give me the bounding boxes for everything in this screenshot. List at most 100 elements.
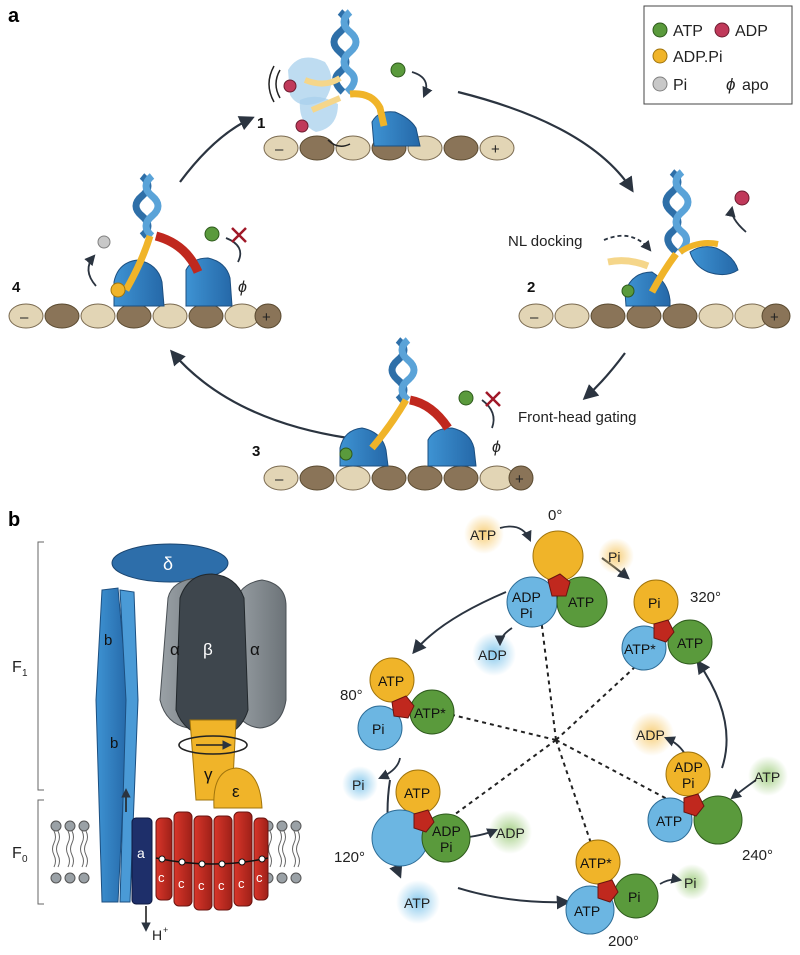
subunit-b-stalk-1 — [95, 587, 129, 903]
adp-bound-1b — [295, 119, 309, 133]
track-4-minus: – — [20, 309, 29, 326]
c200-left-text: ATP — [574, 903, 600, 919]
atp-blocked-arrow-3 — [481, 399, 495, 429]
c80-top-text: ATP — [378, 673, 404, 689]
gamma-label: γ — [204, 765, 213, 784]
microtubule-track-1 — [263, 135, 515, 161]
c320-left-text: ATP* — [624, 641, 656, 657]
state-3: – + 3 ϕ Front-head gating — [252, 337, 636, 491]
step-4-label: 4 — [12, 279, 21, 296]
panel-b-label: b — [8, 509, 20, 531]
released-pi-320: Pi — [608, 549, 620, 565]
lipids-left — [50, 820, 90, 884]
neck-linker-docked-2 — [648, 251, 679, 294]
legend-adp-pi: ADP.Pi — [673, 49, 723, 66]
track-1-minus: – — [275, 141, 284, 158]
released-adp-0: ADP — [478, 647, 507, 663]
front-head-3 — [427, 427, 477, 467]
cluster-240-deg — [647, 751, 743, 845]
c240-left — [647, 797, 693, 843]
proton-label: H — [152, 927, 162, 943]
coiled-coil-1b — [340, 9, 360, 95]
c80-left-text: Pi — [372, 721, 384, 737]
coiled-coil-3b — [398, 337, 418, 403]
angle-200: 200° — [608, 933, 639, 950]
c0-left-line1: ADP — [512, 589, 541, 605]
subunit-b-stalk-2 — [119, 589, 139, 903]
c240-top-line2: Pi — [682, 775, 694, 791]
angle-80: 80° — [340, 687, 363, 704]
atp-bound-2 — [621, 284, 635, 298]
cluster-120-deg — [371, 769, 471, 867]
cluster-200-deg — [565, 839, 659, 935]
atp-binding-arrow-1 — [411, 71, 433, 98]
microtubule-track-2 — [518, 303, 791, 329]
released-pi-80: Pi — [352, 777, 364, 793]
c120-rotor-icon — [413, 809, 435, 833]
cycle-arrow-4-to-1 — [179, 116, 255, 183]
glow-atp-120 — [396, 880, 440, 924]
pi-release-arrow-80 — [378, 757, 401, 780]
track-3-minus: – — [275, 471, 284, 488]
coiled-coil-2b — [672, 169, 692, 255]
released-adp-120: ADP — [496, 825, 525, 841]
adp-pi-bound-4 — [110, 282, 126, 298]
c-label-1: c — [158, 870, 165, 885]
c320-right-text: ATP — [677, 635, 703, 651]
atp-bound-3 — [339, 447, 353, 461]
glow-labels — [342, 514, 788, 924]
neck-linker-1 — [349, 90, 388, 127]
c-label-6: c — [256, 870, 263, 885]
f1-label: F — [12, 659, 22, 676]
cycle-arrow-2-to-3 — [582, 352, 626, 401]
alpha-label-left: α — [170, 640, 180, 659]
motion-line-2 — [268, 65, 275, 103]
c80-right-text: ATP* — [414, 705, 446, 721]
c-label-2: c — [178, 876, 185, 891]
c240-rotor-icon — [683, 793, 705, 817]
cluster-80-deg — [357, 657, 455, 751]
neck-linker-blur-2 — [310, 95, 342, 113]
pi-release-arrow-200 — [659, 873, 683, 885]
cluster-0-deg — [506, 530, 608, 628]
step-2-label: 2 — [527, 279, 535, 296]
angle-320: 320° — [690, 589, 721, 606]
c120-top-text: ATP — [404, 785, 430, 801]
atp-approaching-4 — [204, 226, 220, 242]
track-4-plus: + — [262, 309, 271, 326]
adp-pi-legend-icon — [652, 48, 668, 64]
legend-apo-symbol: ϕ — [726, 75, 735, 94]
pi-released-4 — [97, 235, 111, 249]
f0-subscript: 0 — [22, 854, 28, 865]
c320-top-text: Pi — [648, 595, 660, 611]
neck-linker-blur-1 — [303, 75, 342, 87]
coiled-coil-4b — [142, 173, 162, 239]
c200-top-text: ATP* — [580, 855, 612, 871]
angle-120: 120° — [334, 849, 365, 866]
track-1-plus: + — [491, 141, 500, 158]
nl-docking-arrow — [603, 234, 652, 252]
glow-pi-200 — [674, 864, 710, 900]
glow-adp-120 — [488, 810, 532, 854]
atp-blocked-arrow-4 — [225, 237, 242, 263]
atp-bind-arrow-0 — [499, 525, 532, 542]
c120-right-line1: ADP — [432, 823, 461, 839]
subunit-epsilon — [213, 767, 263, 809]
beta-label: β — [203, 640, 213, 659]
atp-incoming-1 — [390, 62, 406, 78]
f1-subscript: 1 — [22, 668, 28, 679]
c0-right — [556, 576, 608, 628]
c240-top-line1: ADP — [674, 759, 703, 775]
c0-rotor-icon — [547, 573, 571, 597]
state-1: – + 1 — [257, 9, 515, 161]
c0-left-line2: Pi — [520, 605, 532, 621]
glow-pi-80 — [342, 766, 378, 802]
neck-linker-2b — [678, 240, 719, 255]
step-1-label: 1 — [257, 115, 265, 132]
legend-adp: ADP — [735, 23, 768, 40]
c240-left-text: ATP — [656, 813, 682, 829]
cycle-arrow-1-to-2 — [457, 90, 634, 193]
atp-legend-icon — [652, 22, 668, 38]
cluster-320-deg — [621, 579, 713, 671]
